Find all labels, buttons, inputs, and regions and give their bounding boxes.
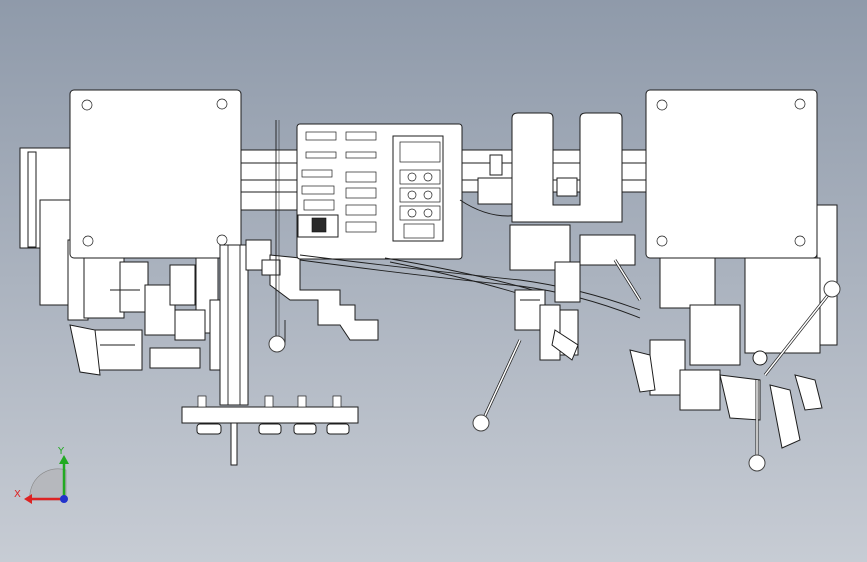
center-gripper-mechanism [509, 224, 636, 361]
lever-knob[interactable] [472, 414, 490, 432]
valve-manifold-panel [296, 123, 463, 260]
z-axis-dot [60, 495, 68, 503]
bottom-mounting-bar [181, 395, 359, 466]
vertical-post [219, 239, 272, 406]
bolt-row [197, 395, 342, 408]
center-u-bracket [477, 112, 623, 223]
right-gripper-mechanism [629, 204, 838, 449]
left-center-bracket [261, 254, 379, 345]
solenoid-valves [392, 135, 444, 242]
lever-knob[interactable] [823, 280, 841, 298]
x-arrow-head [24, 494, 32, 504]
right-cover-plate [645, 89, 818, 259]
control-levers [268, 120, 841, 472]
fitting-row-top [301, 131, 377, 195]
x-axis-label: X [14, 489, 21, 500]
left-gripper-mechanism [69, 257, 231, 376]
foot-pads [196, 423, 350, 435]
terminal-block [297, 214, 339, 238]
y-arrow-head [59, 455, 69, 464]
lever-knob[interactable] [748, 454, 766, 472]
axis-triad: Y X [14, 446, 69, 504]
label-plates [303, 171, 377, 233]
left-cover-plate [69, 89, 242, 259]
y-axis-label: Y [57, 446, 65, 457]
lever-knob[interactable] [268, 335, 286, 353]
